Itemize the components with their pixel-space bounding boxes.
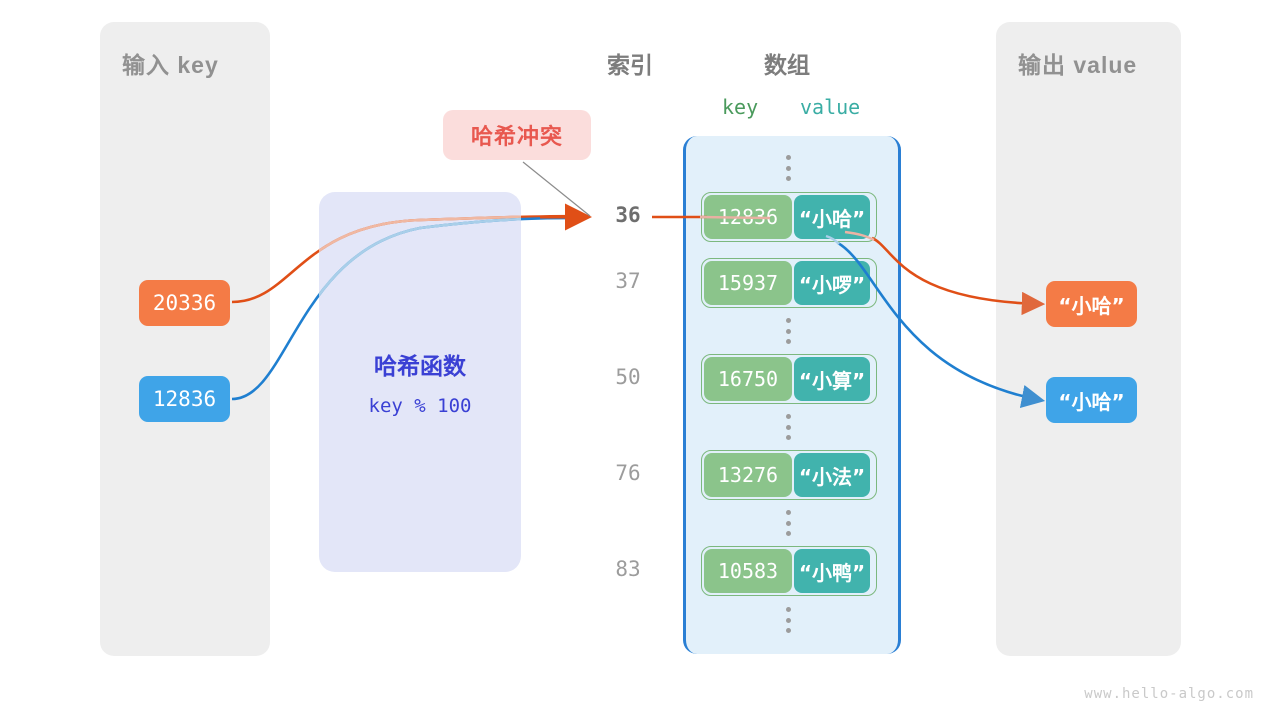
array-ellipsis	[778, 318, 798, 344]
hash-collision-callout: 哈希冲突	[443, 110, 591, 160]
cell-key: 13276	[704, 453, 792, 497]
array-cell-36: 12836“小哈”	[701, 192, 877, 242]
cell-value: “小鸭”	[794, 549, 870, 593]
array-cell-83: 10583“小鸭”	[701, 546, 877, 596]
cell-value: “小算”	[794, 357, 870, 401]
cell-key: 12836	[704, 195, 792, 239]
index-column-heading: 索引	[607, 52, 653, 78]
index-label-83: 83	[615, 557, 641, 581]
hash-function-box	[319, 192, 521, 572]
input-key-1: 12836	[139, 376, 230, 422]
cell-value: “小哈”	[794, 195, 870, 239]
array-cell-50: 16750“小算”	[701, 354, 877, 404]
cell-value: “小法”	[794, 453, 870, 497]
cell-value: “小啰”	[794, 261, 870, 305]
array-cell-76: 13276“小法”	[701, 450, 877, 500]
output-value-0: “小哈”	[1046, 281, 1137, 327]
input-key-0: 20336	[139, 280, 230, 326]
key-heading: key	[722, 95, 759, 119]
array-ellipsis	[778, 607, 798, 633]
array-ellipsis	[778, 414, 798, 440]
cell-key: 15937	[704, 261, 792, 305]
output-panel-title: 输出 value	[1018, 52, 1138, 78]
output-value-1: “小哈”	[1046, 377, 1137, 423]
array-column-heading: 数组	[764, 52, 810, 78]
output-panel	[996, 22, 1181, 656]
cell-key: 16750	[704, 357, 792, 401]
hash-function-title: 哈希函数	[374, 353, 466, 379]
value-heading: value	[800, 95, 861, 119]
index-label-37: 37	[615, 269, 641, 293]
index-label-36: 36	[615, 203, 641, 227]
input-panel-title: 输入 key	[122, 52, 219, 78]
index-label-76: 76	[615, 461, 641, 485]
index-label-50: 50	[615, 365, 641, 389]
cell-key: 10583	[704, 549, 792, 593]
array-ellipsis	[778, 155, 798, 181]
hash-function-formula: key % 100	[368, 395, 472, 417]
input-panel	[100, 22, 270, 656]
collision-leader-line	[522, 161, 591, 217]
array-ellipsis	[778, 510, 798, 536]
watermark: www.hello-algo.com	[1084, 686, 1254, 702]
array-cell-37: 15937“小啰”	[701, 258, 877, 308]
